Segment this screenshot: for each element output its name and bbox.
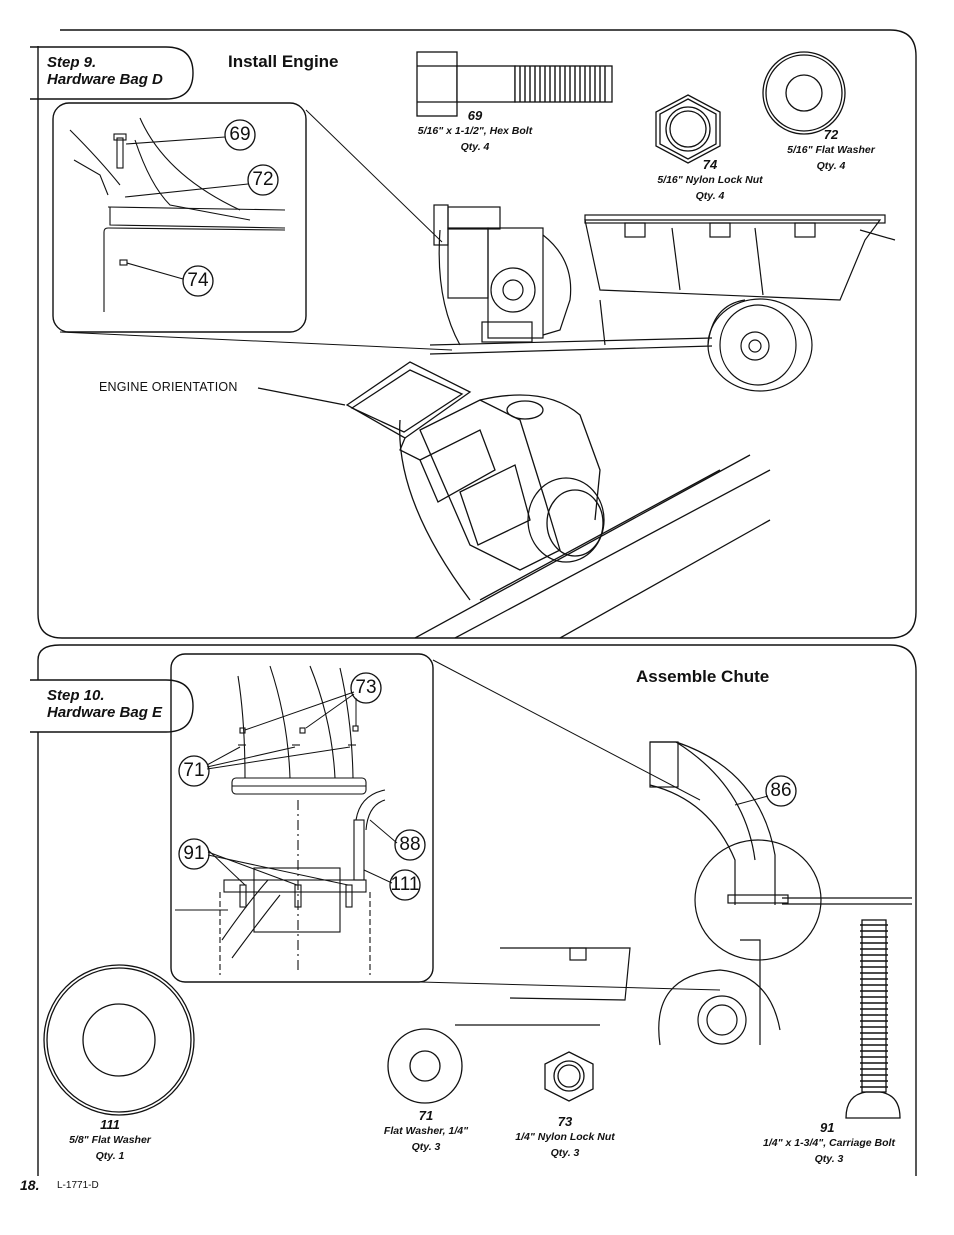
part-91-number: 91 (820, 1120, 835, 1135)
part-69-number: 69 (467, 108, 483, 123)
page-number: 18. (20, 1177, 40, 1193)
engine-orientation-label: ENGINE ORIENTATION (99, 380, 238, 394)
step10-title: Assemble Chute (636, 667, 770, 686)
part-74-number: 74 (702, 157, 718, 172)
callout-73: 73 (355, 677, 377, 698)
callout-69: 69 (229, 124, 251, 145)
part-71-number: 71 (418, 1108, 434, 1123)
engine-orientation-drawing (257, 361, 771, 639)
hex-bolt-69-drawing (416, 51, 613, 117)
lock-nut-73-drawing (544, 1051, 594, 1102)
callout-72: 72 (252, 169, 274, 190)
part-74-qty: Qty. 4 (695, 190, 725, 202)
part-91-qty: Qty. 3 (814, 1153, 844, 1165)
part-74-desc: 5/16" Nylon Lock Nut (657, 174, 763, 186)
part-73: 73 1/4" Nylon Lock Nut Qty. 3 (498, 1114, 632, 1161)
callout-86: 86 (770, 780, 792, 801)
carriage-bolt-91-threads (860, 924, 888, 1088)
chute-assembly-drawing (455, 741, 912, 1046)
callout-leaders (206, 691, 769, 886)
part-73-desc: 1/4" Nylon Lock Nut (515, 1131, 615, 1143)
step10-hardware-bag: Hardware Bag E (47, 704, 163, 721)
step9-inset-detail-drawing (69, 117, 286, 312)
part-71-qty: Qty. 3 (411, 1141, 441, 1153)
callout-74: 74 (187, 270, 209, 291)
part-71: 71 Flat Washer, 1/4" Qty. 3 (360, 1108, 492, 1155)
hex-bolt-69-threads (519, 66, 606, 102)
part-91: 91 1/4" x 1-3/4", Carriage Bolt Qty. 3 (746, 1120, 912, 1167)
part-69-desc: 5/16" x 1-1/2", Hex Bolt (417, 125, 533, 137)
part-72-qty: Qty. 4 (816, 160, 846, 172)
part-71-desc: Flat Washer, 1/4" (383, 1125, 469, 1137)
part-91-desc: 1/4" x 1-3/4", Carriage Bolt (763, 1137, 895, 1149)
callout-circles (178, 119, 797, 901)
part-69: 69 5/16" x 1-1/2", Hex Bolt Qty. 4 (390, 108, 560, 155)
part-111: 111 5/8" Flat Washer Qty. 1 (44, 1117, 176, 1164)
document-id: L-1771-D (57, 1180, 99, 1191)
step9-title: Install Engine (228, 52, 339, 71)
callout-91: 91 (183, 843, 205, 864)
flat-washer-111-drawing (43, 964, 195, 1116)
step9-hardware-bag: Hardware Bag D (47, 71, 163, 88)
step10-label: Step 10. Hardware Bag E (47, 687, 162, 721)
callout-111: 111 (390, 874, 420, 895)
flat-washer-72-drawing (762, 51, 846, 135)
part-74: 74 5/16" Nylon Lock Nut Qty. 4 (630, 157, 790, 204)
step10-number: Step 10. (47, 687, 105, 704)
step10-tab (30, 679, 194, 733)
part-72-desc: 5/16" Flat Washer (787, 144, 875, 156)
lock-nut-74-drawing (655, 94, 721, 164)
part-72: 72 5/16" Flat Washer Qty. 4 (768, 127, 894, 174)
step9-tab (30, 46, 194, 100)
part-72-number: 72 (823, 127, 839, 142)
part-111-number: 111 (100, 1117, 120, 1132)
step9-number: Step 9. (47, 54, 97, 71)
part-111-desc: 5/8" Flat Washer (69, 1134, 151, 1146)
panel-step9-border (37, 29, 917, 639)
part-73-qty: Qty. 3 (550, 1147, 580, 1159)
step10-inset-detail-drawing (175, 665, 386, 975)
flat-washer-71-drawing (387, 1028, 463, 1104)
step9-detail-inset (52, 102, 307, 333)
part-69-qty: Qty. 4 (460, 141, 490, 153)
part-111-qty: Qty. 1 (95, 1150, 125, 1162)
callout-88: 88 (399, 834, 421, 855)
part-73-number: 73 (557, 1114, 573, 1129)
callout-71: 71 (183, 760, 205, 781)
carriage-bolt-91-drawing (845, 919, 901, 1119)
step10-detail-inset (170, 653, 434, 983)
panel-step10-border (37, 644, 917, 1176)
engine-cart-assembly-drawing (429, 204, 896, 392)
step9-label: Step 9. Hardware Bag D (47, 54, 163, 88)
